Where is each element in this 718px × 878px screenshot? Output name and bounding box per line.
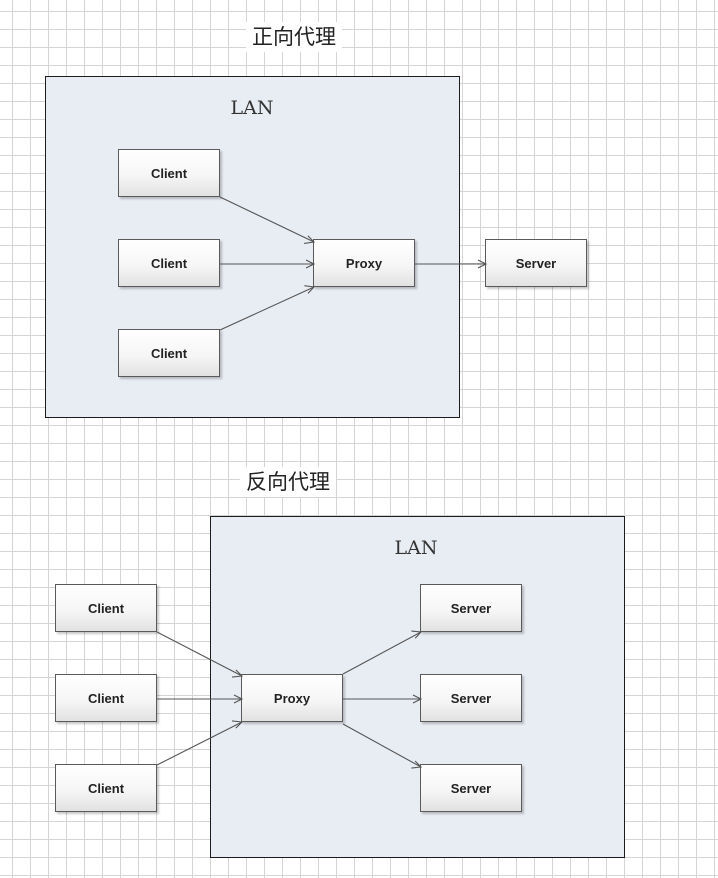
reverse-server-3[interactable]: Server [420, 764, 522, 812]
reverse-lan-label: LAN [394, 537, 438, 559]
reverse-proxy[interactable]: Proxy [241, 674, 343, 722]
reverse-client-1[interactable]: Client [55, 584, 157, 632]
reverse-client-2[interactable]: Client [55, 674, 157, 722]
forward-client-2[interactable]: Client [118, 239, 220, 287]
forward-lan-label: LAN [230, 97, 274, 119]
forward-client-1[interactable]: Client [118, 149, 220, 197]
forward-proxy-title: 正向代理 [246, 22, 342, 52]
forward-server[interactable]: Server [485, 239, 587, 287]
reverse-proxy-title: 反向代理 [240, 467, 336, 497]
reverse-client-3[interactable]: Client [55, 764, 157, 812]
reverse-server-2[interactable]: Server [420, 674, 522, 722]
reverse-server-1[interactable]: Server [420, 584, 522, 632]
forward-proxy[interactable]: Proxy [313, 239, 415, 287]
forward-client-3[interactable]: Client [118, 329, 220, 377]
